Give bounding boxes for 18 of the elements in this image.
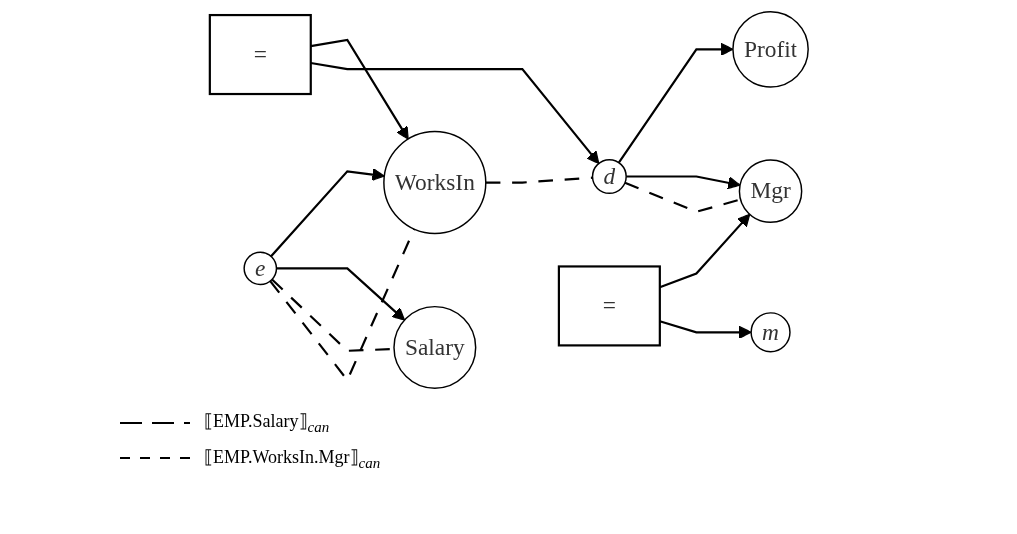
node-box: = <box>557 265 661 347</box>
arrow <box>310 38 409 140</box>
node-circle: Mgr <box>738 159 802 223</box>
node-circle: Profit <box>731 10 809 88</box>
node-box: = <box>208 13 312 96</box>
connector <box>624 181 741 213</box>
node-circle: e <box>242 251 277 286</box>
arrow <box>275 267 405 321</box>
legend-text: ⟦EMP.WorksIn.Mgr⟧$_{can}$ <box>204 445 381 472</box>
arrow <box>625 175 741 190</box>
legend-text: ⟦EMP.Salary⟧$_{can}$ <box>204 410 330 436</box>
node-circle: Salary <box>392 305 476 390</box>
node-circle: m <box>749 312 791 353</box>
node-circle: WorksIn <box>382 130 487 235</box>
node-circle: d <box>591 159 627 195</box>
arrow <box>269 168 385 258</box>
arrow <box>617 42 733 164</box>
arrow <box>310 61 599 165</box>
